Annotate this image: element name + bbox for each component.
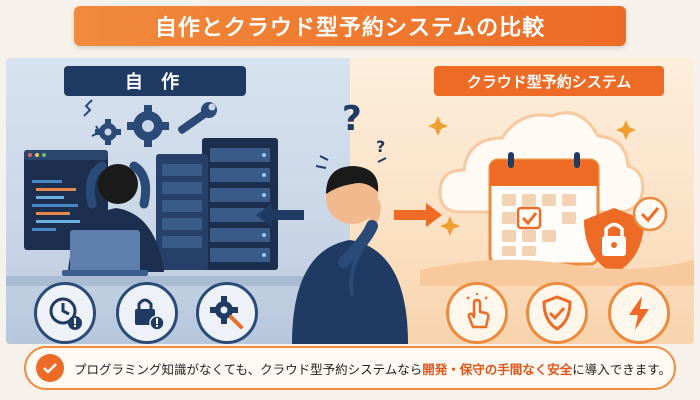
stress-mark-icon [83,99,93,117]
summary-text-before: プログラミング知識がなくても、クラウド型予約システムなら [74,361,423,377]
thinking-person-illustration: ? ? [292,100,408,344]
page-title: 自作とクラウド型予約システムの比較 [74,6,626,46]
lightning-icon [608,282,670,344]
sparkle-icon [428,116,636,236]
right-illustration [420,111,694,286]
summary-text: プログラミング知識がなくても、クラウド型予約システムなら開発・保守の手間なく安全… [74,359,671,378]
right-panel-label: クラウド型予約システム [434,66,664,96]
question-mark-icon: ? [342,100,362,139]
hand-pointer-icon [446,282,508,344]
lock-warning-icon [116,282,178,344]
right-arrow-icon [394,203,442,227]
check-icon [36,354,64,382]
calendar-icon [488,152,600,266]
clock-warning-icon [34,282,96,344]
summary-banner: プログラミング知識がなくても、クラウド型予約システムなら開発・保守の手間なく安全… [24,346,676,390]
server-rack-icon [156,138,278,270]
shield-lock-icon [584,208,644,274]
laptop-icon [62,230,148,276]
check-bubble-icon [632,196,668,232]
left-panel-label: 自 作 [64,66,246,96]
gear-warning-icon [196,282,258,344]
small-question-mark-icon: ? [376,137,385,156]
left-arrow-icon [256,203,304,227]
summary-highlight: 開発・保守の手間なく安全 [422,361,573,377]
summary-text-after: に導入できます。 [572,361,672,377]
left-illustration [6,99,350,286]
gear-icon [127,105,169,147]
wrench-icon [177,102,217,134]
shield-check-icon [526,282,588,344]
